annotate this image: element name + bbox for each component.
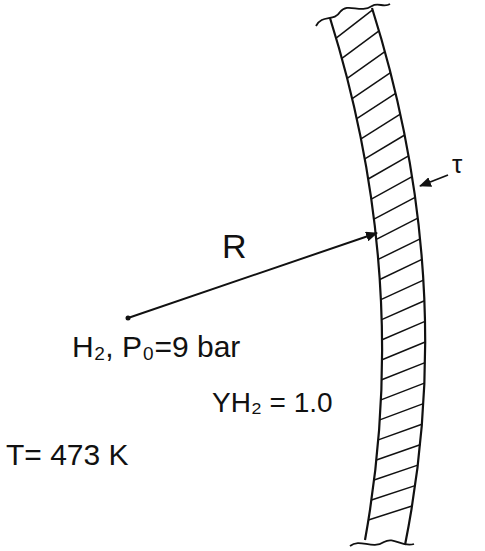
wall-hatching [336, 10, 425, 520]
radius-arrow [128, 233, 377, 318]
hatch-line [374, 197, 415, 219]
outer-surface [372, 8, 425, 545]
hatch-line [378, 424, 422, 440]
thickness-label: τ [452, 150, 462, 179]
hatch-line [368, 156, 408, 179]
hatch-line [380, 404, 424, 420]
break-line [350, 540, 414, 546]
hatch-line [380, 259, 422, 279]
hatch-line [357, 93, 396, 118]
hatch-line [382, 321, 425, 339]
hatch-line [382, 301, 425, 320]
temperature-label: T= 473 K [6, 438, 129, 471]
hatch-line [381, 280, 424, 300]
hatch-line [381, 383, 424, 400]
hatch-line [365, 135, 405, 159]
hatch-line [368, 506, 412, 520]
hatch-line [376, 445, 420, 460]
hatch-line [342, 31, 379, 59]
hatch-line [352, 73, 390, 99]
hatch-line [376, 218, 418, 239]
hatch-line [372, 486, 416, 500]
break-line [316, 4, 390, 26]
hatch-line [361, 114, 400, 139]
radius-label: R [222, 228, 247, 265]
hatch-line [371, 177, 412, 200]
hatch-line [374, 465, 418, 480]
mole-fraction-label: YH₂ = 1.0 [212, 388, 333, 419]
hatch-line [382, 363, 425, 380]
hatch-line [347, 52, 385, 79]
hatch-line [336, 10, 373, 38]
hatch-line [378, 239, 420, 260]
gas-pressure-label: H₂, P₀=9 bar [72, 330, 240, 363]
center-point [126, 316, 131, 321]
thickness-leader [420, 175, 448, 186]
hatch-line [382, 342, 425, 360]
